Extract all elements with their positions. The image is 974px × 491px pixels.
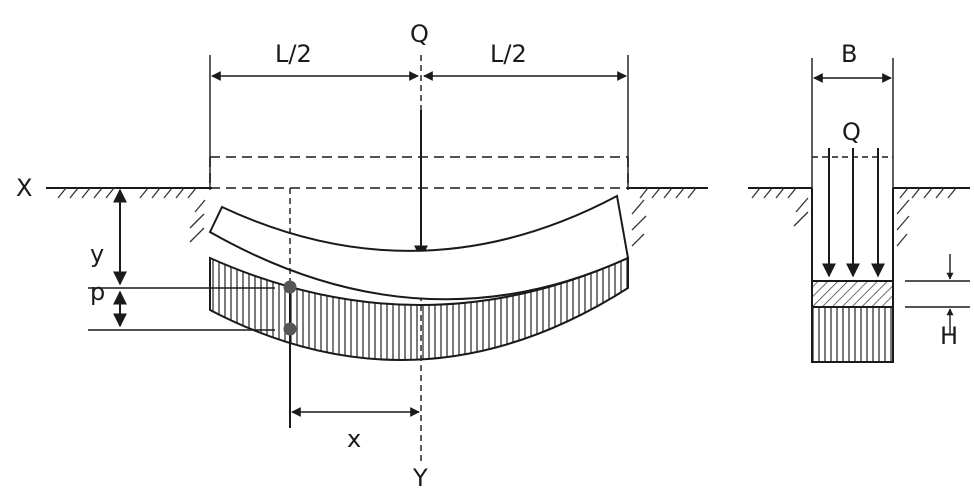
- deflection-dimension: y: [88, 188, 275, 289]
- point-beam: [283, 280, 297, 294]
- label-load-q: Q: [410, 20, 429, 48]
- section-at-x: x: [283, 188, 420, 453]
- deformed-beam: [208, 194, 630, 301]
- label-pressure-p: p: [90, 278, 105, 306]
- cross-section-ground: [748, 187, 970, 247]
- ground-surface-left: [46, 187, 212, 243]
- height-dimension: H: [905, 254, 970, 350]
- label-axis-y: Y: [412, 464, 428, 491]
- label-axis-x: X: [16, 174, 32, 202]
- label-distance-x: x: [347, 425, 361, 453]
- beam-section: [811, 280, 894, 308]
- label-deflection-y: y: [90, 240, 104, 268]
- cross-section-figure: B Q: [748, 40, 970, 363]
- label-half-length-left: L/2: [275, 40, 312, 68]
- label-load-q-side: Q: [842, 118, 861, 146]
- main-figure: L/2 L/2 Q Y X: [16, 20, 708, 491]
- distributed-load-arrows: [822, 148, 885, 278]
- label-width-b: B: [841, 40, 857, 68]
- cross-section-pressure: [811, 306, 894, 363]
- undeformed-beam-outline: [209, 156, 629, 189]
- length-dimension: L/2 L/2: [209, 40, 629, 190]
- ground-surface-right: [628, 187, 708, 247]
- label-height-h: H: [940, 322, 958, 350]
- pressure-dimension: p: [88, 278, 275, 331]
- soil-pressure-diagram: [209, 256, 629, 361]
- label-half-length-right: L/2: [490, 40, 527, 68]
- point-pressure: [283, 322, 297, 336]
